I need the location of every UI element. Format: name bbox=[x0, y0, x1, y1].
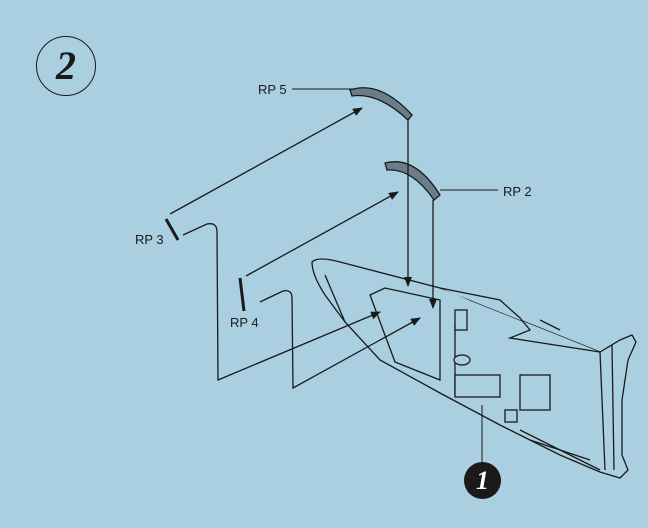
arrow-rp4-to-rp2 bbox=[245, 191, 399, 277]
rp5-label: RP 5 bbox=[258, 82, 287, 97]
fuselage-part bbox=[311, 258, 637, 479]
rp3-part bbox=[164, 218, 180, 241]
rp2-label: RP 2 bbox=[503, 184, 532, 199]
rp4-label: RP 4 bbox=[230, 315, 259, 330]
rp2-part bbox=[384, 161, 441, 201]
arrow-rp4-to-cockpit bbox=[259, 290, 421, 390]
rp5-part bbox=[349, 87, 413, 121]
rp4-part bbox=[238, 277, 246, 312]
part-callout-badge: 1 bbox=[464, 462, 501, 499]
arrow-rp3-to-cockpit bbox=[182, 223, 381, 381]
arrow-rp3-to-rp5 bbox=[169, 107, 363, 215]
rp3-label: RP 3 bbox=[135, 232, 164, 247]
step-number-badge: 2 bbox=[36, 36, 96, 96]
